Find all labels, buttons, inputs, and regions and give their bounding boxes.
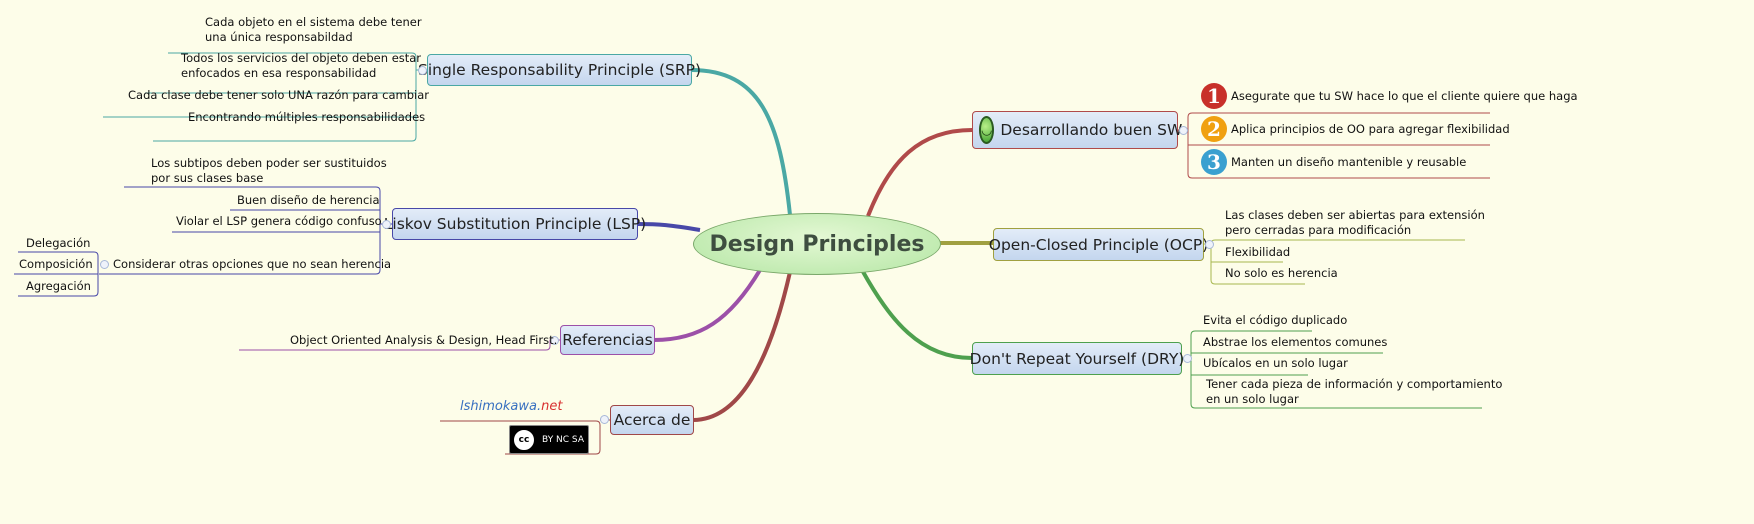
leaf-lsp-3[interactable]: Violar el LSP genera código confuso — [176, 214, 382, 228]
leaf-dev-2[interactable]: Aplica principios de OO para agregar fle… — [1231, 122, 1510, 136]
collapse-toggle-dry[interactable] — [1183, 354, 1192, 363]
lshimokawa-logo: lshimokawa.net — [460, 399, 563, 414]
collapse-toggle-lsp[interactable] — [382, 220, 391, 229]
connector-dev — [866, 128, 973, 217]
leaf-srp-2b[interactable]: enfocados en esa responsabilidad — [181, 66, 377, 80]
leaf-lsp-4[interactable]: Considerar otras opciones que no sean he… — [113, 257, 392, 271]
leaf-lsp-1b[interactable]: por sus clases base — [151, 171, 264, 185]
topic-ocp[interactable]: Open-Closed Principle (OCP) — [989, 228, 1208, 261]
topic-desarrollando-label: Desarrollando buen SW — [1000, 121, 1183, 139]
topic-srp[interactable]: Single Responsability Principle (SRP) — [418, 54, 701, 86]
leaf-srp-3[interactable]: Cada clase debe tener solo UNA razón par… — [128, 88, 429, 102]
leaf-srp-2a[interactable]: Todos los servicios del objeto deben est… — [181, 51, 422, 65]
priority-1-icon: 1 — [1201, 83, 1227, 109]
topic-dry[interactable]: Don't Repeat Yourself (DRY) — [970, 342, 1184, 375]
collapse-toggle-ocp[interactable] — [1205, 240, 1214, 249]
leaf-reference-book[interactable]: Object Oriented Analysis & Design, Head … — [290, 333, 558, 347]
leaf-srp-4[interactable]: Encontrando múltiples responsabilidades — [188, 110, 426, 124]
leaf-srp-1b[interactable]: una única responsabildad — [205, 30, 353, 44]
connector-lsp — [636, 222, 701, 232]
leaf-composicion[interactable]: Composición — [19, 257, 93, 271]
leaf-dry-2[interactable]: Abstrae los elementos comunes — [1203, 335, 1388, 349]
topic-desarrollando[interactable]: ◡ Desarrollando buen SW — [972, 111, 1182, 149]
leaf-dry-1[interactable]: Evita el código duplicado — [1203, 313, 1348, 327]
topic-referencias[interactable]: Referencias — [560, 325, 655, 355]
leaf-delegacion[interactable]: Delegación — [26, 236, 91, 250]
leaf-lsp-2[interactable]: Buen diseño de herencia — [237, 193, 380, 207]
cc-license-badge: cc BY NC SA — [509, 425, 589, 454]
topic-acerca-de[interactable]: Acerca de — [610, 405, 694, 435]
leaf-dev-1[interactable]: Asegurate que tu SW hace lo que el clien… — [1231, 89, 1578, 103]
central-topic[interactable]: Design Principles — [693, 213, 941, 275]
collapse-toggle-lsp-4[interactable] — [100, 260, 109, 269]
connector-about — [692, 271, 792, 422]
leaf-ocp-3[interactable]: No solo es herencia — [1225, 266, 1338, 280]
connector-dry — [860, 269, 973, 360]
collapse-toggle-about[interactable] — [600, 415, 609, 424]
connector-ref — [653, 268, 762, 342]
smiley-icon: ◡ — [979, 116, 995, 144]
leaf-dry-3[interactable]: Ubícalos en un solo lugar — [1203, 356, 1348, 370]
leaf-ocp-1a[interactable]: Las clases deben ser abiertas para exten… — [1225, 208, 1485, 222]
leaf-srp-1a[interactable]: Cada objeto en el sistema debe tener — [205, 15, 422, 29]
priority-3-icon: 3 — [1201, 149, 1227, 175]
leaf-dry-4b[interactable]: en un solo lugar — [1206, 392, 1299, 406]
leaf-dev-3[interactable]: Manten un diseño mantenible y reusable — [1231, 155, 1467, 169]
leaf-ocp-1b[interactable]: pero cerradas para modificación — [1225, 223, 1412, 237]
leaf-ocp-2[interactable]: Flexibilidad — [1225, 245, 1291, 259]
connector-srp — [690, 68, 792, 216]
leaf-lsp-1a[interactable]: Los subtipos deben poder ser sustituidos — [151, 156, 387, 170]
topic-lsp[interactable]: Liskov Substitution Principle (LSP) — [384, 208, 646, 240]
collapse-toggle-dev[interactable] — [1179, 126, 1188, 135]
leaf-dry-4a[interactable]: Tener cada pieza de información y compor… — [1206, 377, 1503, 391]
leaf-agregacion[interactable]: Agregación — [26, 279, 91, 293]
collapse-toggle-srp[interactable] — [418, 66, 427, 75]
priority-2-icon: 2 — [1201, 116, 1227, 142]
collapse-toggle-ref[interactable] — [550, 336, 559, 345]
